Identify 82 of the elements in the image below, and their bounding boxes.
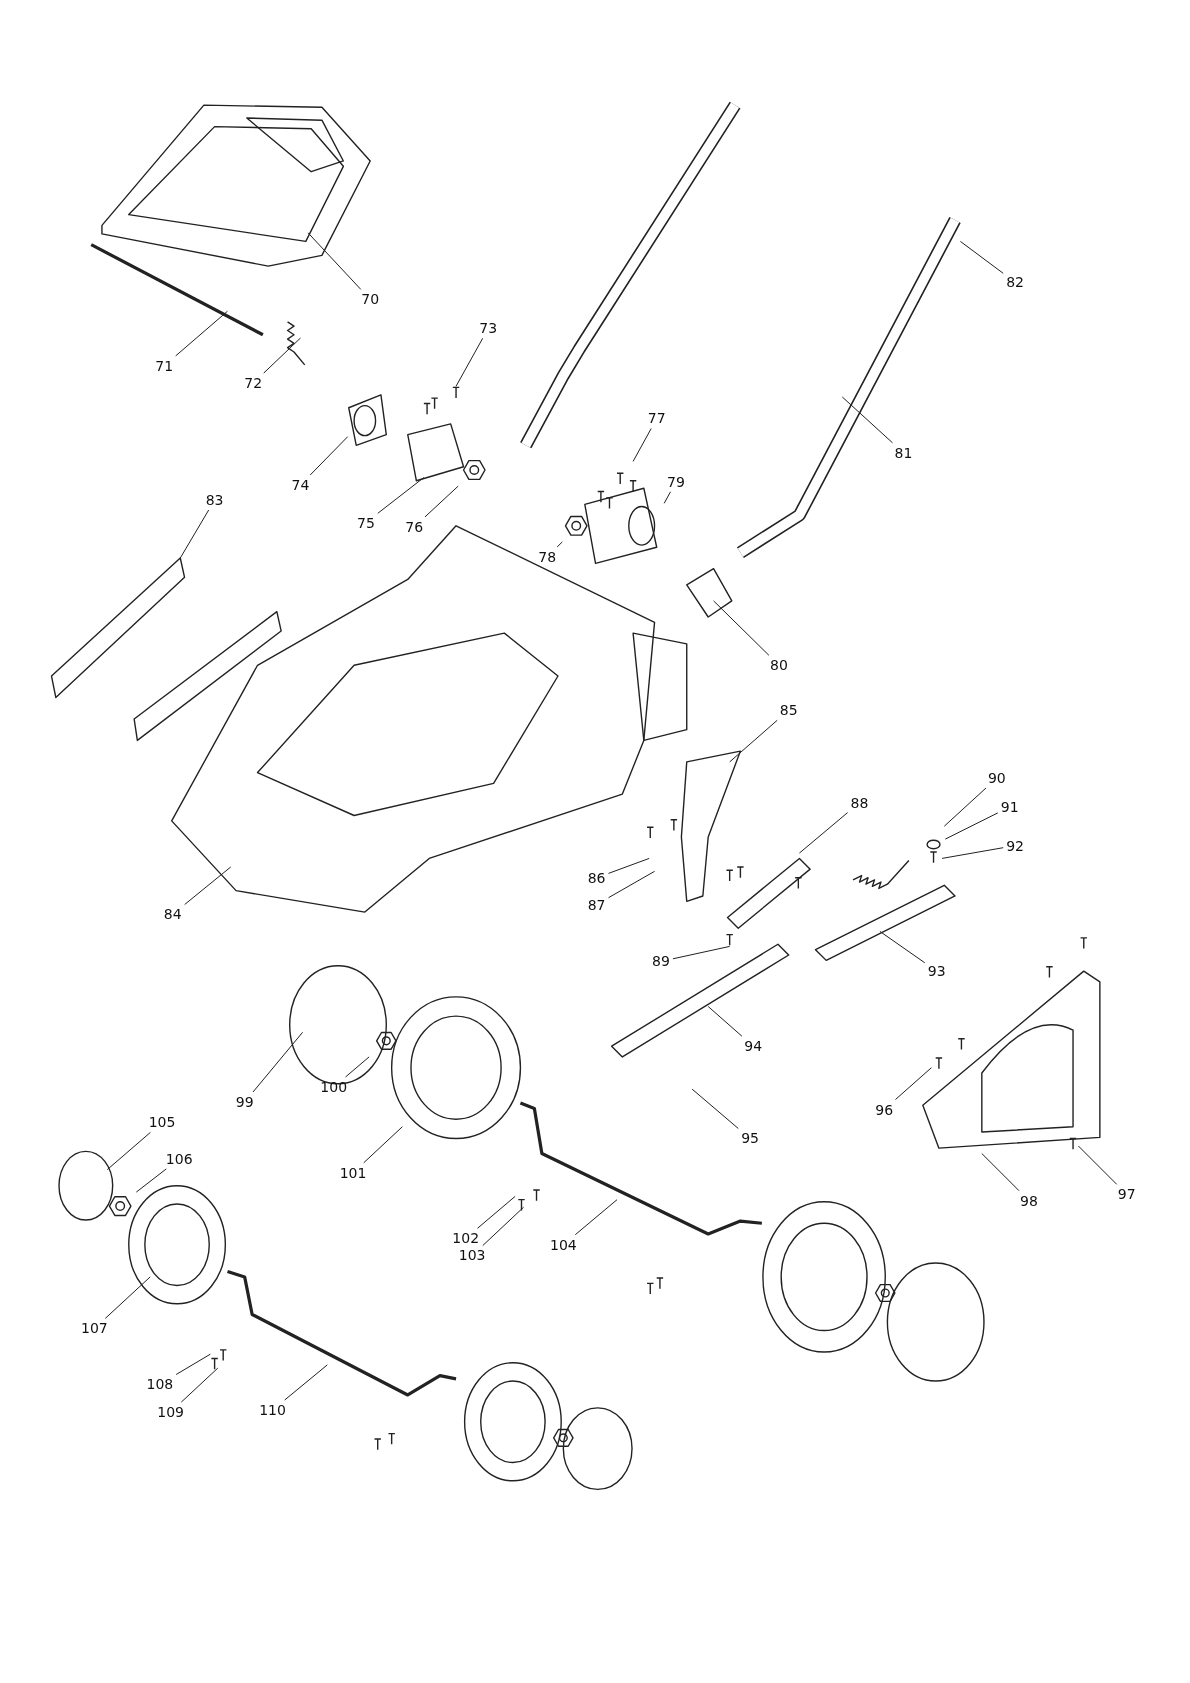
callout-number: 98 (1019, 1192, 1039, 1209)
leader-line (841, 396, 893, 444)
leader-line (424, 485, 459, 518)
callout-number: 108 (145, 1376, 175, 1393)
leader-line (798, 812, 849, 854)
leader-line (175, 310, 228, 357)
callout-number: 96 (874, 1101, 895, 1118)
callout-number: 95 (740, 1130, 760, 1147)
callout-number: 106 (164, 1150, 194, 1167)
leader-line (135, 1168, 167, 1193)
leader-line (284, 1364, 328, 1401)
callout-number: 72 (243, 375, 264, 392)
callout-number: 100 (319, 1079, 349, 1095)
callout-number: 91 (999, 798, 1020, 815)
leader-line (895, 1067, 932, 1100)
leader-line (713, 600, 770, 656)
callout-number: 84 (162, 906, 183, 923)
callout-number: 110 (258, 1401, 287, 1418)
callout-number: 79 (666, 473, 686, 490)
leader-line (309, 436, 349, 476)
leader-line (179, 509, 210, 559)
callout-number: 75 (356, 514, 376, 531)
leader-line (263, 337, 301, 374)
callout-number: 78 (537, 548, 558, 565)
callout-number: 107 (80, 1320, 109, 1337)
callout-number: 71 (154, 357, 175, 374)
callout-number: 85 (778, 702, 799, 719)
leader-line (663, 491, 671, 504)
callout-number: 70 (360, 291, 381, 308)
leader-line (729, 719, 778, 763)
callout-number: 81 (893, 444, 914, 461)
callout-number: 92 (1005, 837, 1025, 854)
leader-line (672, 945, 731, 960)
leader-line (608, 870, 656, 899)
leader-line (707, 1006, 743, 1037)
leader-line (180, 1367, 219, 1403)
leader-line (104, 1276, 151, 1319)
leader-line (175, 1353, 211, 1375)
leader-line (608, 857, 650, 874)
leader-line (943, 787, 987, 827)
leader-line (307, 232, 362, 290)
callout-number: 109 (156, 1404, 185, 1421)
callout-number: 103 (457, 1247, 487, 1264)
callout-number: 104 (549, 1236, 578, 1253)
leader-line (959, 240, 1004, 274)
leader-line (981, 1153, 1020, 1192)
callout-number: 82 (1005, 274, 1025, 291)
callout-number: 89 (651, 953, 671, 970)
leader-line (184, 866, 232, 905)
callout-number: 88 (849, 794, 870, 811)
callout-number: 99 (234, 1094, 255, 1110)
leader-line (632, 428, 652, 462)
leader-line (691, 1088, 739, 1129)
callout-number: 86 (586, 869, 607, 886)
leader-line (106, 1131, 151, 1171)
callout-number: 94 (743, 1038, 764, 1055)
leader-line (455, 337, 484, 387)
leader-line (941, 847, 1004, 859)
leader-line (477, 1195, 516, 1229)
callout-number: 93 (926, 963, 947, 980)
callout-number: 74 (290, 477, 311, 493)
callout-number: 101 (338, 1164, 368, 1181)
callout-number: 73 (478, 320, 499, 337)
callout-number: 102 (451, 1230, 481, 1247)
callout-number: 80 (769, 657, 789, 674)
callout-number: 77 (646, 410, 667, 427)
leader-line (556, 541, 563, 548)
leader-line (363, 1126, 403, 1164)
leader-line (252, 1031, 304, 1093)
leader-line (879, 930, 926, 964)
callout-number: 105 (147, 1114, 177, 1131)
leader-line (1077, 1145, 1118, 1185)
callout-number: 76 (404, 518, 425, 535)
callout-number: 87 (586, 896, 607, 913)
leader-line (482, 1206, 525, 1246)
callout-number: 83 (204, 492, 225, 509)
leader-line (574, 1199, 618, 1236)
leader-line (944, 812, 999, 840)
callout-number: 97 (1116, 1186, 1137, 1203)
leader-line (345, 1056, 370, 1078)
callout-number: 90 (986, 769, 1007, 786)
leader-line (377, 477, 425, 514)
